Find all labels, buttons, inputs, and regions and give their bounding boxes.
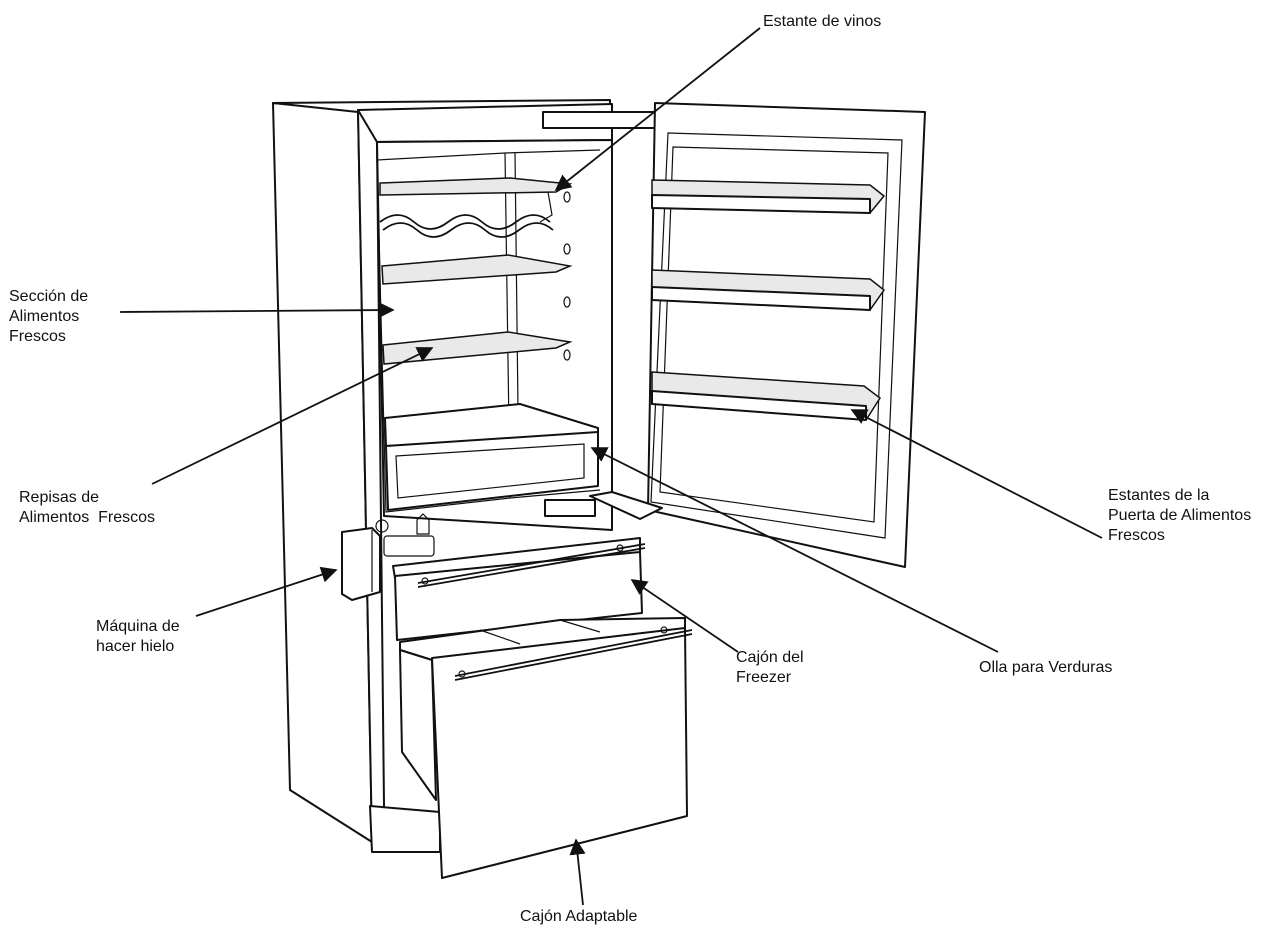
leader-adaptable-drawer [576,840,583,905]
label-ice-maker: Máquina de hacer hielo [96,617,180,657]
label-vegetable-crisper: Olla para Verduras [979,658,1112,678]
label-adaptable-drawer: Cajón Adaptable [520,907,637,927]
label-wine-shelf: Estante de vinos [763,12,881,32]
label-freezer-drawer: Cajón del Freezer [736,648,804,688]
label-fresh-food-section: Sección de Alimentos Frescos [9,287,88,347]
label-fresh-food-shelves: Repisas de Alimentos Frescos [19,488,155,528]
adaptable-drawer [400,618,692,878]
label-door-shelves: Estantes de la Puerta de Alimentos Fresc… [1108,486,1251,546]
